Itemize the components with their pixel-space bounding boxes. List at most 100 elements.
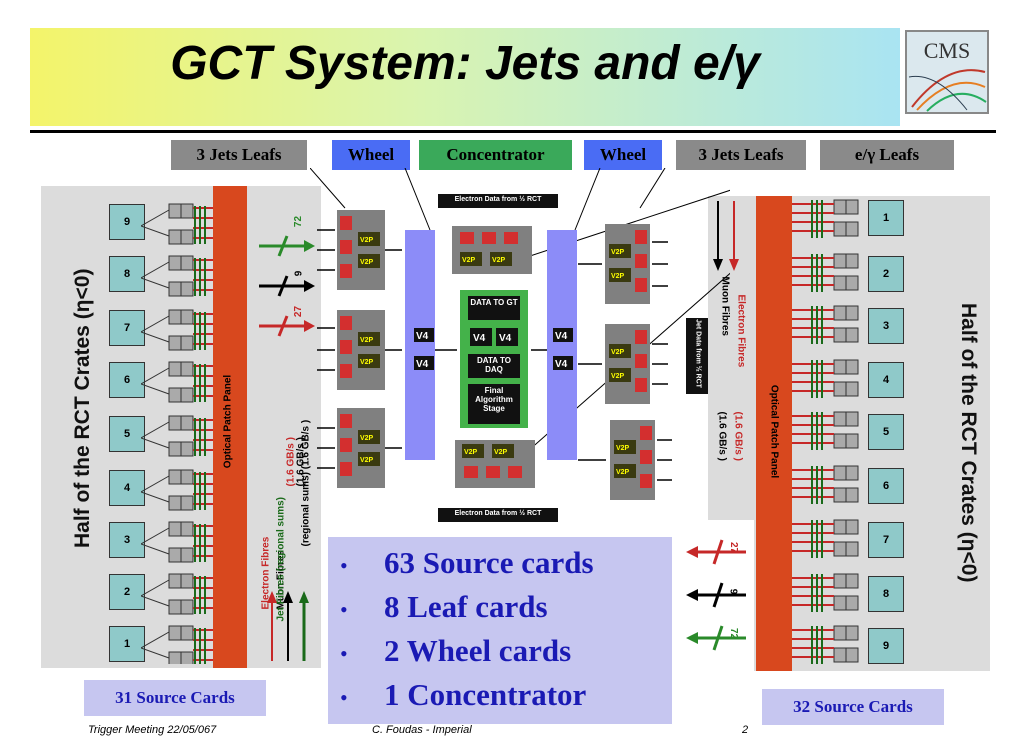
left-output-arrows bbox=[259, 235, 315, 337]
svg-text:V2P: V2P bbox=[464, 449, 478, 456]
bullet-dot-2: • bbox=[340, 597, 348, 622]
svg-text:V4: V4 bbox=[416, 331, 429, 342]
label-jets-leafs-left: 3 Jets Leafs bbox=[171, 140, 307, 170]
right-arrow-count-9: 9 bbox=[727, 588, 739, 595]
svg-text:V2P: V2P bbox=[360, 259, 374, 266]
right-crate-3: 3 bbox=[868, 308, 904, 344]
right-patch-label: Optical Patch Panel bbox=[768, 384, 780, 479]
right-crate-4: 4 bbox=[868, 362, 904, 398]
connection-arrows bbox=[317, 229, 672, 481]
svg-text:V4: V4 bbox=[555, 331, 568, 342]
left-crate-3: 3 bbox=[109, 522, 145, 558]
footer-author: C. Foudas - Imperial bbox=[372, 724, 472, 736]
right-arrow-count-27: 27 bbox=[728, 541, 740, 554]
data-to-gt-text: DATA TO GT bbox=[470, 298, 518, 307]
right-crate-2: 2 bbox=[868, 256, 904, 292]
right-crate-6: 6 bbox=[868, 468, 904, 504]
left-crate-4: 4 bbox=[109, 470, 145, 506]
left-rct-panel: Half of the RCT Crates (η<0) 9 8 7 6 5 4… bbox=[41, 186, 321, 668]
svg-text:V2P: V2P bbox=[492, 257, 506, 264]
right-crate-8: 8 bbox=[868, 576, 904, 612]
bullet-concentrator: 1 Concentrator bbox=[384, 677, 587, 712]
svg-text:V2P: V2P bbox=[611, 249, 625, 256]
data-to-daq-box bbox=[468, 354, 520, 378]
right-crate-5: 5 bbox=[868, 414, 904, 450]
wheel-v4-labels: V4 V4 V4 V4 bbox=[414, 328, 573, 370]
final-algorithm-text: Final Algorithm Stage bbox=[475, 386, 513, 413]
left-wheel-card bbox=[405, 230, 435, 460]
logo-swirl-icon bbox=[908, 69, 987, 112]
left-crate-8: 8 bbox=[109, 256, 145, 292]
left-arrow-count-27: 27 bbox=[293, 305, 305, 318]
bullet-leaf-cards: 8 Leaf cards bbox=[384, 589, 548, 624]
left-patch-label: Optical Patch Panel bbox=[222, 374, 234, 469]
right-crate-1: 1 bbox=[868, 200, 904, 236]
left-crate-2: 2 bbox=[109, 574, 145, 610]
left-optical-patch-panel: Optical Patch Panel bbox=[213, 186, 247, 668]
footer-page-number: 2 bbox=[742, 724, 749, 736]
svg-text:V2P: V2P bbox=[360, 337, 374, 344]
svg-text:V2P: V2P bbox=[611, 373, 625, 380]
summary-box: • 63 Source cards • 8 Leaf cards • 2 Whe… bbox=[328, 537, 672, 724]
left-legend-arrows bbox=[267, 591, 309, 661]
svg-text:V2P: V2P bbox=[360, 237, 374, 244]
svg-text:V4: V4 bbox=[416, 359, 429, 370]
left-crate-1: 1 bbox=[109, 626, 145, 662]
right-crate-7: 7 bbox=[868, 522, 904, 558]
svg-text:V2P: V2P bbox=[611, 349, 625, 356]
right-rct-panel: Half of the RCT Crates (η<0) 1 2 3 4 5 6… bbox=[708, 196, 990, 671]
svg-text:V2P: V2P bbox=[616, 469, 630, 476]
svg-text:V4: V4 bbox=[499, 333, 512, 344]
right-optical-patch-panel: Optical Patch Panel bbox=[756, 196, 792, 671]
left-arrow-count-72: 72 bbox=[293, 215, 305, 228]
cms-logo: CMS bbox=[905, 30, 989, 114]
right-output-arrow-area: 27 9 72 bbox=[676, 520, 754, 672]
electron-data-top-box bbox=[438, 194, 558, 208]
svg-text:V2P: V2P bbox=[494, 449, 508, 456]
final-algorithm-box bbox=[468, 384, 520, 424]
left-crate-7: 7 bbox=[109, 310, 145, 346]
data-to-gt-box bbox=[468, 296, 520, 320]
title-rule bbox=[30, 130, 996, 133]
right-legend-arrows bbox=[713, 201, 739, 271]
left-crate-9: 9 bbox=[109, 204, 145, 240]
right-source-cards-label: 32 Source Cards bbox=[762, 689, 944, 725]
svg-text:V4: V4 bbox=[473, 333, 486, 344]
right-source-card-fibres bbox=[792, 199, 859, 664]
electron-data-top-text: Electron Data from ½ RCT bbox=[454, 196, 542, 203]
left-arrow-count-9: 9 bbox=[293, 270, 305, 277]
electron-data-bottom-box bbox=[438, 508, 558, 522]
label-eg-leafs: e/γ Leafs bbox=[820, 140, 954, 170]
data-to-daq-text: DATA TO DAQ bbox=[477, 356, 511, 374]
right-wheel-card bbox=[547, 230, 577, 460]
bullet-wheel-cards: 2 Wheel cards bbox=[384, 633, 572, 668]
left-crate-6: 6 bbox=[109, 362, 145, 398]
footer-meeting: Trigger Meeting 22/05/067 bbox=[88, 724, 217, 736]
left-crate-5: 5 bbox=[109, 416, 145, 452]
electron-leaf-chips: V2P V2P V2P V2P bbox=[460, 232, 522, 478]
jet-data-text: Jet Data from ½ RCT bbox=[694, 319, 702, 388]
right-output-arrows bbox=[686, 539, 746, 651]
label-jets-leafs-right: 3 Jets Leafs bbox=[676, 140, 806, 170]
svg-text:V2P: V2P bbox=[360, 359, 374, 366]
svg-text:V2P: V2P bbox=[611, 273, 625, 280]
svg-text:V2P: V2P bbox=[462, 257, 476, 264]
label-concentrator: Concentrator bbox=[419, 140, 572, 170]
logo-text: CMS bbox=[923, 38, 971, 63]
label-wheel-left: Wheel bbox=[332, 140, 410, 170]
svg-text:V2P: V2P bbox=[360, 457, 374, 464]
bullet-source-cards: 63 Source cards bbox=[384, 545, 594, 580]
slide-title: GCT System: Jets and e/γ bbox=[170, 37, 760, 90]
jet-data-box: Jet Data from ½ RCT bbox=[686, 318, 708, 394]
title-banner: GCT System: Jets and e/γ bbox=[30, 28, 900, 126]
label-wheel-right: Wheel bbox=[584, 140, 662, 170]
left-source-card-fibres bbox=[141, 203, 213, 664]
bullet-dot-3: • bbox=[340, 641, 348, 666]
right-legend-electron: Electron Fibres bbox=[735, 294, 747, 368]
right-crate-9: 9 bbox=[868, 628, 904, 664]
bullet-dot-1: • bbox=[340, 553, 348, 578]
svg-text:V2P: V2P bbox=[616, 445, 630, 452]
right-arrow-count-72: 72 bbox=[728, 627, 740, 640]
left-panel-title: Half of the RCT Crates (η<0) bbox=[71, 268, 94, 548]
